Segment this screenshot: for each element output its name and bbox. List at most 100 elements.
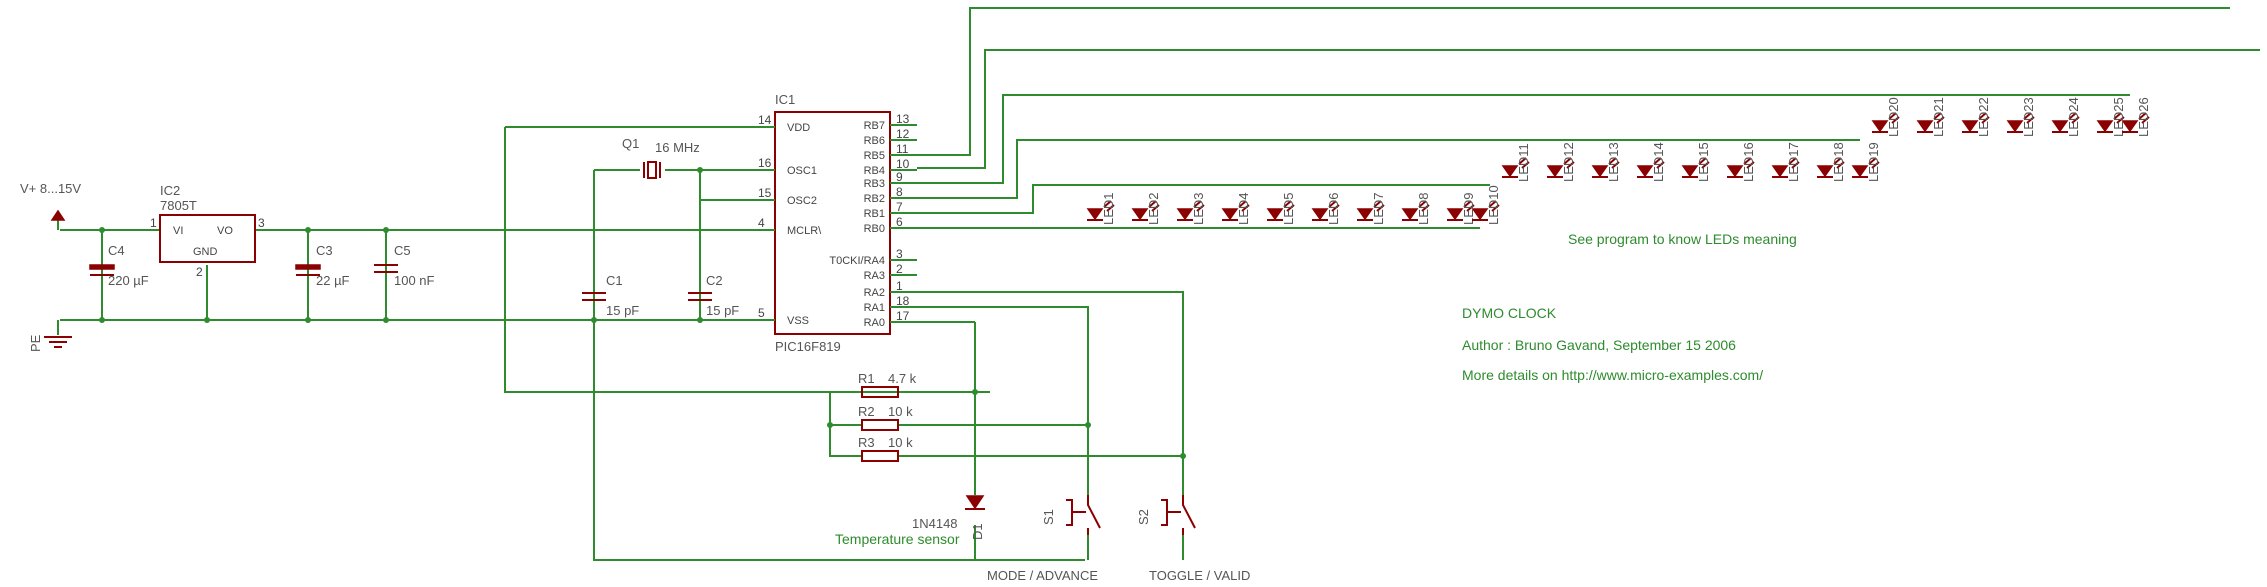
svg-text:16 MHz: 16 MHz <box>655 140 700 155</box>
mcu-pin-number: 8 <box>896 185 903 199</box>
mcu-pin-name: MCLR\ <box>787 225 822 237</box>
svg-text:1: 1 <box>150 216 157 230</box>
svg-text:LED3: LED3 <box>1191 192 1206 225</box>
svg-text:22 µF: 22 µF <box>316 273 350 288</box>
led-led19: LED19 <box>1851 142 1881 182</box>
svg-text:10 k: 10 k <box>888 404 913 419</box>
supply-symbols: V+ 8...15V PE <box>20 181 81 352</box>
led-led11: LED11 <box>1501 143 1531 182</box>
led-led26: LED26 <box>2121 97 2151 137</box>
toggle-valid-label: TOGGLE / VALID <box>1149 568 1250 583</box>
svg-text:LED20: LED20 <box>1886 97 1901 137</box>
svg-text:LED7: LED7 <box>1371 192 1386 225</box>
svg-text:2: 2 <box>196 265 203 279</box>
svg-text:S1: S1 <box>1041 509 1056 525</box>
regulator-ic2: IC2 7805T VI VO GND 1 3 2 <box>150 183 265 279</box>
svg-text:R3: R3 <box>858 435 875 450</box>
mcu-pin-name: RB7 <box>864 120 885 132</box>
mcu-ic1: IC1 PIC16F819 14VDD16OSC115OSC24MCLR\5VS… <box>755 92 917 354</box>
svg-text:S2: S2 <box>1136 509 1151 525</box>
svg-text:3: 3 <box>258 216 265 230</box>
svg-text:LED22: LED22 <box>1976 97 1991 137</box>
led-led15: LED15 <box>1681 142 1711 182</box>
notes: See program to know LEDs meaning DYMO CL… <box>1462 231 1797 383</box>
svg-text:220 µF: 220 µF <box>108 273 149 288</box>
vplus-label: V+ 8...15V <box>20 181 81 196</box>
mcu-pin-name: RB1 <box>864 208 885 220</box>
mcu-pin-number: 11 <box>896 142 909 156</box>
mcu-pin-name: RB6 <box>864 135 885 147</box>
svg-text:D1: D1 <box>970 523 985 540</box>
svg-text:LED15: LED15 <box>1696 142 1711 182</box>
svg-text:LED23: LED23 <box>2021 97 2036 137</box>
led-led23: LED23 <box>2006 97 2036 137</box>
crystal-q1: Q1 16 MHz <box>622 136 700 179</box>
mcu-pin-name: T0CKI/RA4 <box>829 255 885 267</box>
pe-label: PE <box>28 334 43 352</box>
leds-note: See program to know LEDs meaning <box>1568 231 1797 247</box>
ic2-vo: VO <box>217 225 233 237</box>
mcu-pin-name: VDD <box>787 122 810 134</box>
mcu-pin-name: RB5 <box>864 150 885 162</box>
switches: S1 MODE / ADVANCE S2 TOGGLE / VALID <box>987 495 1250 583</box>
led-led7: LED7 <box>1356 192 1386 225</box>
mcu-pin-number: 9 <box>896 170 903 184</box>
mcu-pin-number: 1 <box>896 279 903 293</box>
svg-text:LED12: LED12 <box>1561 142 1576 182</box>
led-led5: LED5 <box>1266 192 1296 225</box>
capacitors: C4 220 µF C3 22 µF C5 100 nF C1 15 pF C2… <box>89 243 739 318</box>
details: More details on http://www.micro-example… <box>1462 367 1763 383</box>
led-led14: LED14 <box>1636 142 1666 182</box>
ic2-gnd: GND <box>193 246 218 258</box>
led-led21: LED21 <box>1916 97 1946 137</box>
mcu-pin-number: 13 <box>896 112 910 126</box>
led-led4: LED4 <box>1221 192 1251 225</box>
svg-text:R1: R1 <box>858 371 875 386</box>
svg-text:LED21: LED21 <box>1931 97 1946 137</box>
svg-text:LED5: LED5 <box>1281 192 1296 225</box>
junctions <box>99 167 1186 459</box>
svg-text:LED25: LED25 <box>2111 97 2126 137</box>
led-led24: LED24 <box>2051 97 2081 137</box>
mcu-pin-number: 3 <box>896 247 903 261</box>
mcu-pin-number: 15 <box>758 186 772 200</box>
led-led6: LED6 <box>1311 192 1341 225</box>
mcu-pin-number: 6 <box>896 215 903 229</box>
led-led2: LED2 <box>1131 192 1161 225</box>
svg-text:1N4148: 1N4148 <box>912 516 958 531</box>
mcu-pin-number: 12 <box>896 127 910 141</box>
led-led20: LED20 <box>1871 97 1901 137</box>
mode-advance-label: MODE / ADVANCE <box>987 568 1098 583</box>
led-led1: LED1 <box>1086 192 1116 225</box>
mcu-pin-number: 7 <box>896 200 903 214</box>
led-led25: LED25 <box>2096 97 2126 137</box>
svg-text:LED11: LED11 <box>1516 143 1531 182</box>
mcu-pin-number: 16 <box>758 156 772 170</box>
svg-text:10 k: 10 k <box>888 435 913 450</box>
resistors: R1 4.7 k R2 10 k R3 10 k <box>858 371 917 462</box>
svg-text:C4: C4 <box>108 243 125 258</box>
svg-text:LED14: LED14 <box>1651 142 1666 182</box>
mcu-pin-number: 10 <box>896 157 910 171</box>
ic2-vi: VI <box>173 225 183 237</box>
svg-text:15 pF: 15 pF <box>706 303 739 318</box>
svg-text:4.7 k: 4.7 k <box>888 371 917 386</box>
svg-text:C2: C2 <box>706 273 723 288</box>
svg-text:C3: C3 <box>316 243 333 258</box>
mcu-pin-name: VSS <box>787 315 809 327</box>
mcu-pin-name: OSC2 <box>787 195 817 207</box>
svg-text:LED18: LED18 <box>1831 142 1846 182</box>
mcu-pin-number: 4 <box>758 216 765 230</box>
led-led3: LED3 <box>1176 192 1206 225</box>
svg-text:LED19: LED19 <box>1866 142 1881 182</box>
mcu-pin-name: RA3 <box>864 270 885 282</box>
svg-text:LED10: LED10 <box>1486 185 1501 225</box>
led-led22: LED22 <box>1961 97 1991 137</box>
led-led8: LED8 <box>1401 192 1431 225</box>
ic2-part: 7805T <box>160 198 197 213</box>
led-led16: LED16 <box>1726 142 1756 182</box>
mcu-pin-number: 18 <box>896 294 910 308</box>
mcu-pin-name: RB2 <box>864 193 885 205</box>
